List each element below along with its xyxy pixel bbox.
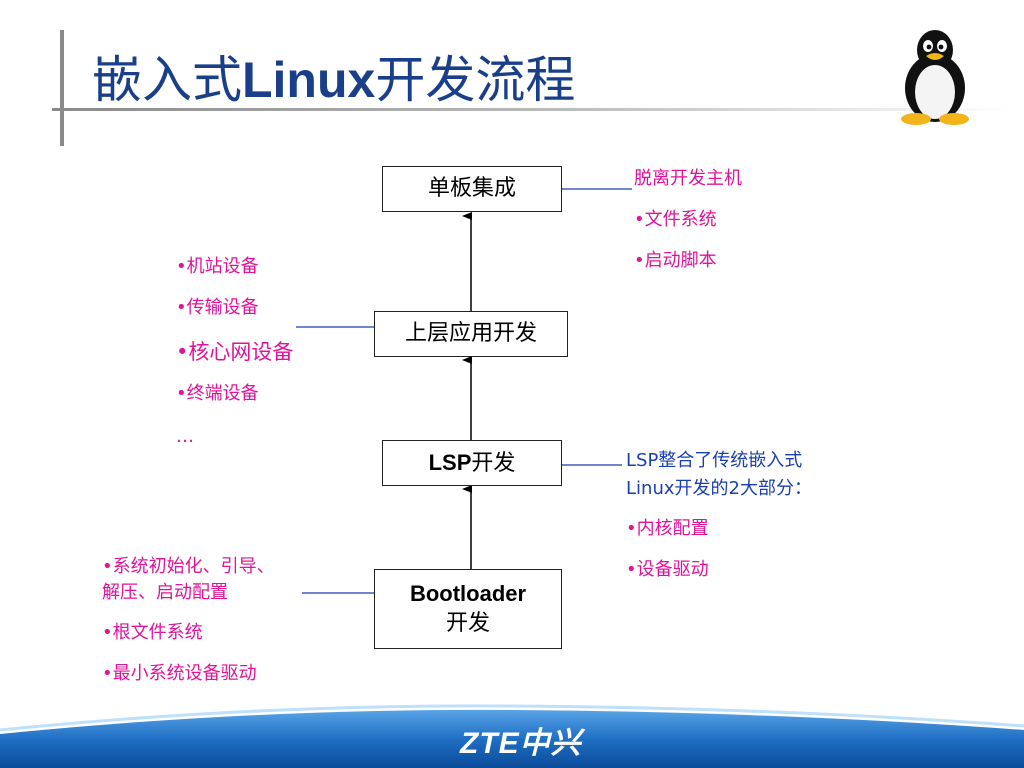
app-dev-note-item: •传输设备 <box>176 297 259 318</box>
board-integration-box: 单板集成 <box>382 166 562 212</box>
lsp-notes: LSP整合了传统嵌入式 Linux开发的2大部分： •内核配置 •设备驱动 <box>626 450 866 590</box>
lsp-note-item: •内核配置 <box>626 518 709 539</box>
bootloader-note-item: •根文件系统 <box>102 622 203 643</box>
zte-logo: ZTE中兴 <box>460 727 582 760</box>
board-integration-label: 单板集成 <box>427 176 516 202</box>
app-dev-notes: •机站设备 •传输设备 •核心网设备 •终端设备 … <box>176 256 336 456</box>
footer-wave-banner <box>0 704 1024 768</box>
lsp-note-item: •设备驱动 <box>626 559 709 580</box>
integration-notes: 脱离开发主机 •文件系统 •启动脚本 <box>634 168 794 278</box>
bootloader-note-line: •系统初始化、引导、 <box>102 556 275 577</box>
lsp-zh-label: 开发 <box>471 450 516 476</box>
lsp-note-line: Linux开发的2大部分： <box>626 478 812 499</box>
tux-penguin-icon <box>901 30 969 125</box>
app-dev-note-item: •终端设备 <box>176 383 259 404</box>
integration-note-item: •启动脚本 <box>634 250 717 271</box>
title-en: Linux <box>242 52 376 108</box>
bootloader-dev-box: Bootloader 开发 <box>374 569 562 649</box>
bootloader-en-label: Bootloader <box>409 581 527 607</box>
annotation-leaders <box>296 188 632 594</box>
bootloader-zh-label: 开发 <box>445 611 490 636</box>
integration-note-item: •文件系统 <box>634 209 717 230</box>
integration-note-head: 脱离开发主机 <box>634 168 742 189</box>
app-dev-note-ellipsis: … <box>176 426 194 447</box>
app-dev-note-item: •核心网设备 <box>176 340 294 364</box>
lsp-dev-box: LSP开发 <box>382 440 562 486</box>
title-vertical-rule <box>60 30 64 146</box>
title-zh-prefix: 嵌入式 <box>92 51 242 109</box>
lsp-note-line: LSP整合了传统嵌入式 <box>626 450 803 471</box>
bootloader-note-item: •最小系统设备驱动 <box>102 663 257 684</box>
app-dev-box: 上层应用开发 <box>374 311 568 357</box>
lsp-dev-label: LSP开发 <box>429 448 516 479</box>
title-zh-suffix: 开发流程 <box>375 51 576 109</box>
lsp-en-label: LSP <box>428 449 472 475</box>
bootloader-note-line: 解压、启动配置 <box>102 582 228 603</box>
page-title: 嵌入式Linux开发流程 <box>92 40 575 112</box>
app-dev-note-item: •机站设备 <box>176 256 259 277</box>
title-horizontal-rule <box>52 108 1012 111</box>
app-dev-label: 上层应用开发 <box>404 321 537 347</box>
bootloader-notes: •系统初始化、引导、 解压、启动配置 •根文件系统 •最小系统设备驱动 <box>102 556 322 696</box>
